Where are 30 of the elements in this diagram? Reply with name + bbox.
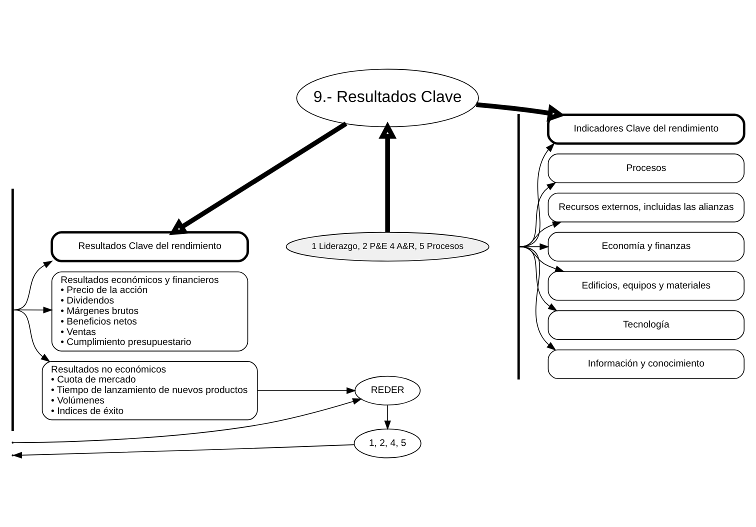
- node-box: Recursos externos, incluidas las alianzas: [548, 192, 745, 222]
- node-box: Resultados no económicos • Cuota de mercado • Tiempo de lanzamiento de nuevos productos • Volúmenes • Indices de éxito: [42, 361, 258, 420]
- node-box: Resultados económicos y financieros • Precio de la acción • Dividendos • Márgenes brutos • Beneficios netos • Ventas • Cumplimiento presupuestario: [51, 272, 248, 352]
- node-ellipse: REDER: [354, 376, 421, 406]
- arrow: [13, 260, 53, 310]
- arrow: [384, 404, 391, 430]
- node-bar: [517, 114, 520, 380]
- node-box: Tecnología: [548, 310, 745, 340]
- arrow: [519, 222, 562, 248]
- node-box: Procesos: [548, 154, 745, 184]
- arrow: [169, 122, 348, 236]
- arrow: [13, 398, 362, 443]
- node-box: Indicadores Clave del rendimiento: [547, 114, 746, 145]
- arrow: [13, 309, 50, 362]
- node-box: Información y conocimiento: [548, 349, 745, 380]
- arrow: [519, 246, 556, 351]
- arrow: [519, 142, 555, 248]
- node-ellipse: 1, 2, 4, 5: [354, 428, 422, 458]
- arrow: [519, 182, 556, 248]
- arrow: [519, 246, 558, 312]
- node-box: Resultados Clave del rendimiento: [50, 231, 249, 262]
- arrow: [12, 444, 354, 459]
- node-ellipse: 1 Liderazgo, 2 P&E 4 A&R, 5 Procesos: [286, 232, 490, 262]
- node-box: Edificios, equipos y materiales: [548, 271, 745, 301]
- node-box: Economía y finanzas: [548, 232, 745, 262]
- node-bar: [11, 188, 14, 432]
- arrow: [378, 122, 397, 232]
- arrow: [257, 387, 356, 394]
- node-ellipse: 9.- Resultados Clave: [296, 68, 479, 128]
- arrow: [476, 102, 565, 122]
